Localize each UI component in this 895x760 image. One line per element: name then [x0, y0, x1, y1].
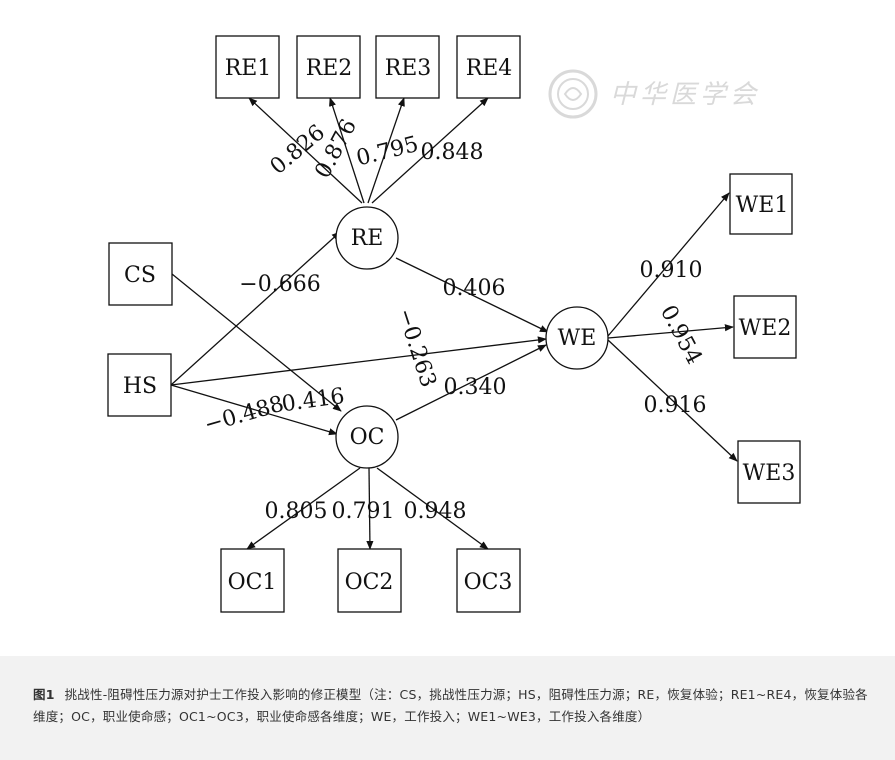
edge-we-we2 [607, 324, 734, 339]
edge-re-re1 [248, 97, 363, 204]
edge-hs-oc [170, 384, 338, 436]
node-cs-box [108, 242, 173, 306]
edge-we-we3 [607, 339, 738, 462]
node-hs-box [107, 353, 172, 417]
watermark: 中华医学会 [548, 69, 760, 119]
node-we1-label: WE1 [736, 193, 789, 218]
edge-re-re2 [329, 97, 365, 204]
coef-re-re3: 0.795 [354, 132, 421, 171]
node-re3-label: RE3 [385, 56, 432, 81]
caption-text: 挑战性-阻碍性压力源对护士工作投入影响的修正模型（注：CS，挑战性压力源；HS，… [33, 687, 868, 724]
coef-oc-oc3: 0.948 [404, 499, 467, 524]
node-oc-label: OC [350, 425, 385, 450]
node-oc2-label: OC2 [345, 570, 394, 595]
coef-cs-oc: 0.416 [280, 384, 346, 418]
node-oc3-box [456, 548, 521, 613]
node-cs-label: CS [124, 263, 156, 288]
edge-oc-oc3 [376, 467, 489, 550]
node-re2-label: RE2 [306, 56, 353, 81]
coef-we-we3: 0.916 [644, 393, 707, 418]
figure-number: 图1 [33, 687, 55, 702]
node-re-label: RE [351, 226, 384, 251]
coef-hs-we: −0.263 [392, 305, 441, 390]
node-re4-box [456, 35, 521, 99]
edge-oc-oc2 [366, 467, 374, 550]
edge-we-we1 [607, 192, 730, 337]
edge-hs-re [170, 231, 341, 386]
edge-oc-oc1 [246, 467, 361, 550]
watermark-seal-icon [548, 69, 598, 119]
edge-re-re3 [367, 97, 405, 204]
path-diagram: 中华医学会 [107, 35, 801, 613]
observed-nodes [107, 35, 801, 613]
node-re-circle [335, 206, 399, 270]
node-we1-box [729, 173, 793, 235]
node-we-label: WE [558, 326, 597, 351]
coef-oc-we: 0.340 [444, 375, 507, 400]
node-we2-label: WE2 [739, 316, 792, 341]
node-oc2-box [337, 548, 402, 613]
edge-re-we [395, 257, 549, 333]
edge-re-re4 [371, 97, 489, 204]
node-re1-box [215, 35, 280, 99]
coef-we-we2: 0.954 [655, 301, 707, 368]
node-we-circle [545, 306, 609, 370]
edge-hs-we [170, 336, 547, 386]
latent-nodes [335, 206, 609, 469]
node-re2-box [296, 35, 361, 99]
node-oc3-label: OC3 [464, 570, 513, 595]
node-re1-label: RE1 [225, 56, 272, 81]
coef-hs-re: −0.666 [239, 272, 320, 297]
figure-frame: 中华医学会 [107, 35, 801, 613]
node-we2-box [733, 295, 797, 359]
coef-re-re4: 0.848 [421, 140, 484, 165]
watermark-text: 中华医学会 [610, 80, 760, 110]
coef-oc-oc2: 0.791 [332, 499, 395, 524]
node-hs-label: HS [123, 374, 157, 399]
node-oc1-label: OC1 [228, 570, 277, 595]
coef-oc-oc1: 0.805 [265, 499, 328, 524]
coef-we-we1: 0.910 [640, 258, 703, 283]
edges [170, 97, 738, 550]
node-oc1-box [220, 548, 285, 613]
coef-re-we: 0.406 [443, 276, 506, 301]
node-we3-label: WE3 [743, 461, 796, 486]
node-we3-box [737, 440, 801, 504]
node-oc-circle [335, 405, 399, 469]
edge-cs-oc [171, 273, 342, 412]
edge-oc-we [395, 344, 547, 421]
node-re3-box [375, 35, 440, 99]
node-re4-label: RE4 [466, 56, 513, 81]
